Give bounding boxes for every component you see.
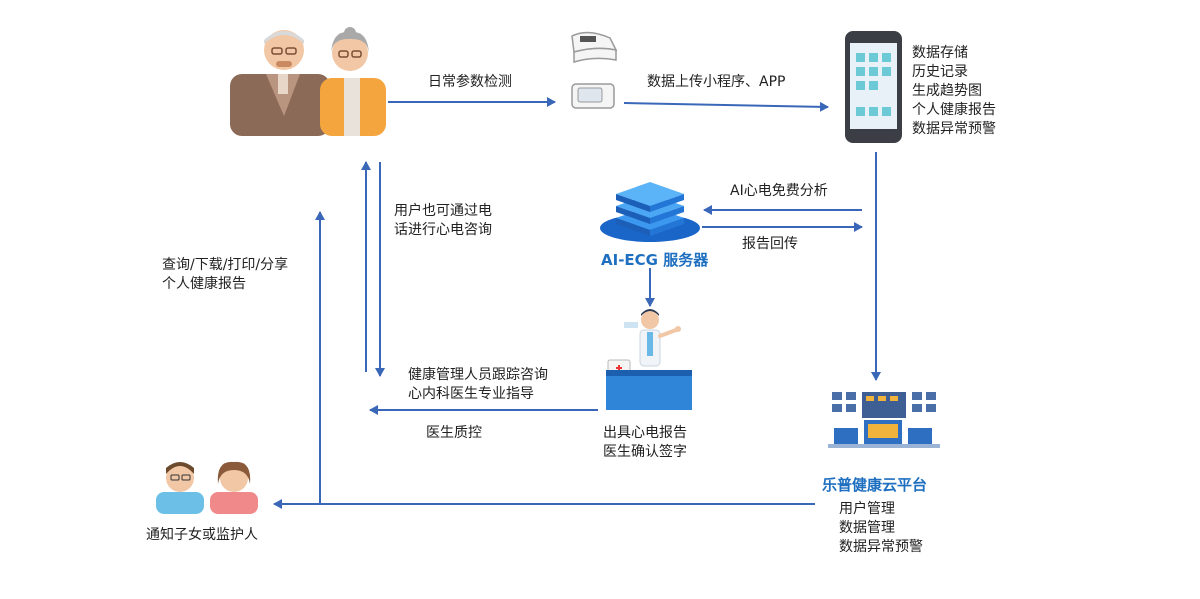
label-health-management: 健康管理人员跟踪咨询 心内科医生专业指导 xyxy=(408,366,548,404)
label-doctor-qc: 医生质控 xyxy=(426,425,482,441)
phone-feature-item: 个人健康报告 xyxy=(912,102,996,118)
phone-feature-item: 历史记录 xyxy=(912,64,968,80)
phone-feature-list: 数据存储 历史记录 生成趋势图 个人健康报告 数据异常预警 xyxy=(912,44,996,139)
label-issue-report-line: 出具心电报告 xyxy=(603,425,687,441)
family-guardian-icon xyxy=(156,461,258,514)
label-phone-consult-line: 话进行心电咨询 xyxy=(394,222,492,238)
server-name: AI-ECG 服务器 xyxy=(601,251,709,269)
platform-feature-list: 用户管理 数据管理 数据异常预警 xyxy=(839,500,923,557)
phone-feature-item: 生成趋势图 xyxy=(912,83,982,99)
phone-feature-item: 数据存储 xyxy=(912,45,968,61)
label-upload: 数据上传小程序、APP xyxy=(647,74,786,90)
platform-feature-item: 数据异常预警 xyxy=(839,539,923,555)
platform-feature-item: 用户管理 xyxy=(839,501,895,517)
label-health-mgmt-line: 健康管理人员跟踪咨询 xyxy=(408,367,548,383)
platform-name: 乐普健康云平台 xyxy=(822,476,928,494)
label-ai-free-analysis: AI心电免费分析 xyxy=(730,183,828,199)
smartphone-icon xyxy=(845,31,902,143)
label-issue-report: 出具心电报告 医生确认签字 xyxy=(603,424,687,462)
label-query-line: 查询/下载/打印/分享 xyxy=(162,257,289,273)
label-phone-consult-line: 用户也可通过电 xyxy=(394,203,492,219)
label-report-return: 报告回传 xyxy=(742,236,798,252)
cloud-platform-icon xyxy=(828,392,940,448)
doctor-desk-icon xyxy=(606,309,692,410)
elderly-couple-icon xyxy=(230,27,386,136)
platform-feature-item: 数据管理 xyxy=(839,520,895,536)
label-query-report: 查询/下载/打印/分享 个人健康报告 xyxy=(162,256,288,294)
label-phone-consult: 用户也可通过电 话进行心电咨询 xyxy=(394,202,492,240)
label-daily-detection: 日常参数检测 xyxy=(428,74,512,90)
label-health-mgmt-line: 心内科医生专业指导 xyxy=(408,386,534,402)
label-issue-report-line: 医生确认签字 xyxy=(603,444,687,460)
label-query-line: 个人健康报告 xyxy=(162,276,246,292)
server-icon xyxy=(600,182,700,242)
label-notify-family: 通知子女或监护人 xyxy=(146,527,258,543)
oximeter-device-icon xyxy=(571,31,618,109)
arrow-device-to-phone xyxy=(623,101,829,112)
phone-feature-item: 数据异常预警 xyxy=(912,121,996,137)
